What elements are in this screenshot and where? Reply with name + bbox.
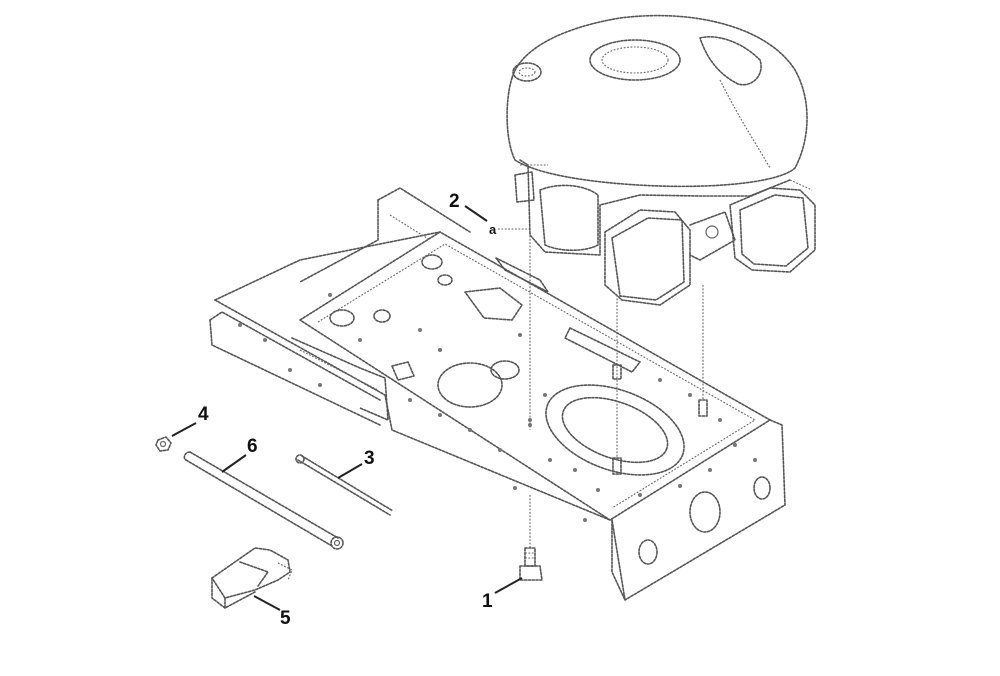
part-tube: [183, 451, 344, 550]
callout-label-1: 1: [482, 591, 493, 612]
callout-label-3: 3: [364, 448, 375, 469]
callout-label-6: 6: [247, 436, 258, 457]
part-nut: [155, 436, 172, 452]
callout-1: 1: [482, 577, 523, 612]
part-bracket: [211, 547, 293, 609]
callout-5: 5: [253, 595, 291, 629]
callout-4: 4: [171, 404, 209, 437]
reference-mark-a: a: [489, 222, 497, 237]
callout-3: 3: [337, 448, 375, 479]
engine-assembly: [506, 14, 816, 306]
callout-label-2: 2: [449, 191, 460, 212]
part-rod: [295, 454, 394, 516]
callout-label-4: 4: [198, 404, 209, 425]
chassis-frame: [209, 187, 786, 601]
part-bolt: [519, 547, 543, 581]
callout-6: 6: [221, 436, 258, 473]
callout-label-5: 5: [280, 608, 291, 629]
stud-alignment-lines: [528, 232, 708, 548]
callout-2: 2 a: [449, 191, 530, 237]
